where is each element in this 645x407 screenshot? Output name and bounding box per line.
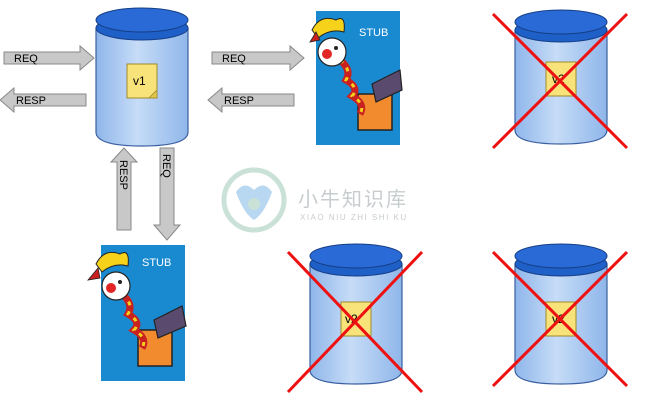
- watermark: 小牛知识库 XIAO NIU ZHI SHI KU: [221, 167, 408, 233]
- stub-top-label: STUB: [359, 27, 388, 39]
- arrow-resp-out: RESP: [0, 86, 87, 114]
- arrow-resp-from-stub-top-label: RESP: [224, 95, 254, 107]
- note-v1: v1: [126, 63, 158, 99]
- watermark-chinese: 小牛知识库: [298, 188, 408, 211]
- arrow-resp-out-label: RESP: [16, 95, 46, 107]
- arrow-resp-from-stub-top: RESP: [207, 86, 295, 114]
- service-jar-v2-top-right: v2: [491, 9, 629, 150]
- arrow-req-to-stub-top-label: REQ: [222, 53, 246, 65]
- jack-in-the-box-icon: [309, 17, 403, 131]
- arrow-req-to-stub-top: REQ: [211, 44, 305, 72]
- service-jar-v1: v1: [95, 7, 189, 147]
- bull-logo-icon: [221, 167, 287, 233]
- stub-bottom: STUB: [87, 245, 187, 381]
- jar-v1-label: v1: [133, 74, 146, 88]
- jack-in-the-box-icon: [87, 251, 187, 367]
- watermark-latin: XIAO NIU ZHI SHI KU: [300, 213, 408, 222]
- cross-out-icon: [286, 250, 424, 394]
- cross-out-icon: [491, 12, 629, 150]
- cross-out-icon: [491, 250, 629, 388]
- service-jar-v2-bottom-right: v2: [491, 243, 629, 388]
- stub-top: STUB: [309, 11, 403, 145]
- service-jar-v2-bottom-middle: v2: [286, 243, 424, 394]
- stub-bottom-label: STUB: [142, 257, 171, 269]
- arrow-req-to-stub-bottom-label: REQ: [160, 154, 172, 178]
- arrow-req-in: REQ: [3, 44, 95, 72]
- arrow-resp-from-stub-bottom: RESP: [109, 147, 139, 231]
- arrow-resp-from-stub-bottom-label: RESP: [117, 160, 129, 190]
- arrow-req-in-label: REQ: [14, 53, 38, 65]
- arrow-req-to-stub-bottom: REQ: [152, 147, 182, 241]
